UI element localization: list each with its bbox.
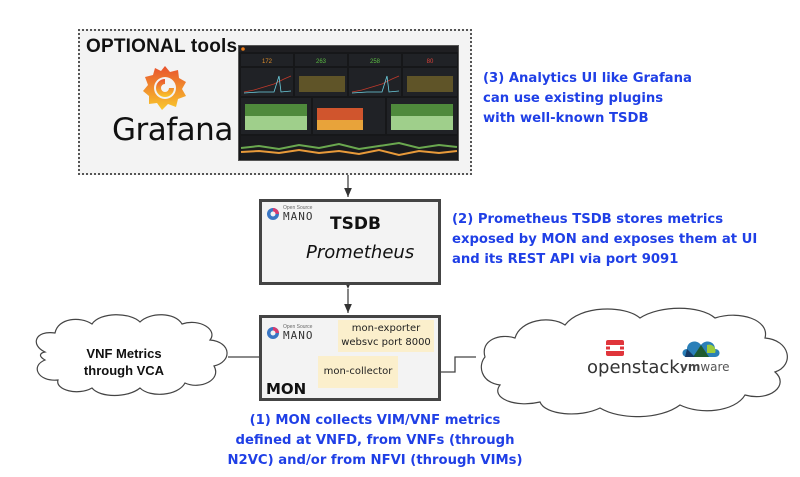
tsdb-box — [259, 199, 441, 285]
tsdb-title: TSDB — [330, 214, 381, 234]
note-line: (2) Prometheus TSDB stores metrics — [452, 212, 724, 227]
note-line: defined at VNFD, from VNFs (through — [235, 433, 515, 448]
component-label: mon-exporter — [351, 323, 421, 334]
openstack-logo-text: openstack. — [587, 357, 686, 378]
note-line: and its REST API via port 9091 — [452, 252, 679, 267]
grafana-logo-text: Grafana — [112, 112, 233, 148]
vmware-logo-text: vmware — [680, 360, 730, 374]
osm-mano-logo: Open Source MANO — [266, 206, 314, 222]
vmware-vm-text: vm — [680, 360, 701, 374]
vmware-logo-icon — [682, 341, 720, 357]
osm-logo-icon — [267, 327, 279, 339]
logo-name-text: MANO — [283, 329, 314, 342]
component-label: websvc port 8000 — [341, 337, 431, 348]
vmware-ware-text: ware — [700, 360, 730, 374]
mon-exporter-component: mon-exporter websvc port 8000 — [338, 320, 434, 352]
prometheus-note: (2) Prometheus TSDB stores metrics expos… — [452, 210, 757, 270]
grafana-logo-icon — [143, 66, 186, 110]
tsdb-subtitle: Prometheus — [306, 242, 415, 263]
logo-small-text: Open Source — [283, 324, 313, 330]
stat-4: 80 — [427, 59, 434, 65]
optional-tools-title: OPTIONAL tools — [86, 36, 238, 57]
openstack-logo-icon — [606, 340, 624, 356]
stat-2: 263 — [316, 59, 327, 65]
cloud-line: VNF Metrics — [86, 346, 162, 361]
logo-small-text: Open Source — [283, 205, 313, 211]
stat-3: 258 — [370, 59, 381, 65]
mon-collects-note: (1) MON collects VIM/VNF metrics defined… — [215, 411, 535, 471]
mon-label: MON — [266, 380, 307, 398]
note-line: exposed by MON and exposes them at UI — [452, 232, 758, 247]
note-line: can use existing plugins — [483, 91, 664, 106]
vim-cloud — [480, 307, 788, 418]
mon-collector-component: mon-collector — [318, 356, 398, 388]
analytics-ui-note: (3) Analytics UI like Grafana can use ex… — [483, 69, 692, 129]
note-line: (3) Analytics UI like Grafana — [483, 71, 692, 86]
logo-name-text: MANO — [283, 210, 314, 223]
osm-mano-logo: Open Source MANO — [266, 325, 314, 341]
osm-logo-icon — [267, 208, 279, 220]
grafana-dashboard-screenshot: 172 263 258 80 — [238, 45, 459, 161]
note-line: with well-known TSDB — [483, 111, 649, 126]
vnf-metrics-cloud — [35, 314, 228, 397]
cloud-line: through VCA — [83, 363, 165, 378]
stat-1: 172 — [262, 59, 273, 65]
vnf-metrics-cloud-label: VNF Metrics through VCA — [72, 345, 176, 379]
note-line: (1) MON collects VIM/VNF metrics — [249, 413, 501, 428]
note-line: N2VC) and/or from NFVI (through VIMs) — [227, 453, 523, 468]
